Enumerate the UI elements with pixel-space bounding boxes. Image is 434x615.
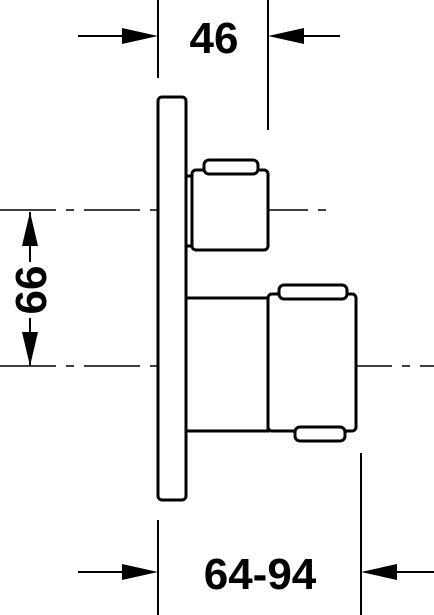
left-dimension: 66	[7, 212, 56, 366]
left-label-background	[8, 262, 52, 318]
top-dimension: 46	[78, 0, 340, 130]
valve-drawing	[156, 95, 358, 502]
thermostat-handle	[266, 292, 358, 433]
bottom-dimension-label: 64-94	[204, 550, 317, 599]
thermostat-handle-bottom-cap	[293, 425, 347, 443]
upper-knob-cap	[202, 158, 260, 176]
left-arrowhead-top	[22, 212, 38, 246]
thermostat-housing	[184, 296, 270, 433]
top-dimension-label: 46	[190, 14, 239, 63]
left-arrowhead-bottom	[22, 332, 38, 366]
upper-knob-body	[190, 168, 270, 252]
thermostat-handle-top-cap	[277, 283, 349, 301]
left-dimension-label: 66	[7, 266, 56, 315]
bottom-dimension: 64-94	[78, 453, 434, 615]
wall-plate	[156, 95, 188, 502]
top-arrowhead-left	[122, 28, 158, 44]
bottom-arrowhead-left	[122, 564, 158, 580]
top-arrowhead-right	[268, 28, 304, 44]
bottom-arrowhead-right	[361, 564, 397, 580]
